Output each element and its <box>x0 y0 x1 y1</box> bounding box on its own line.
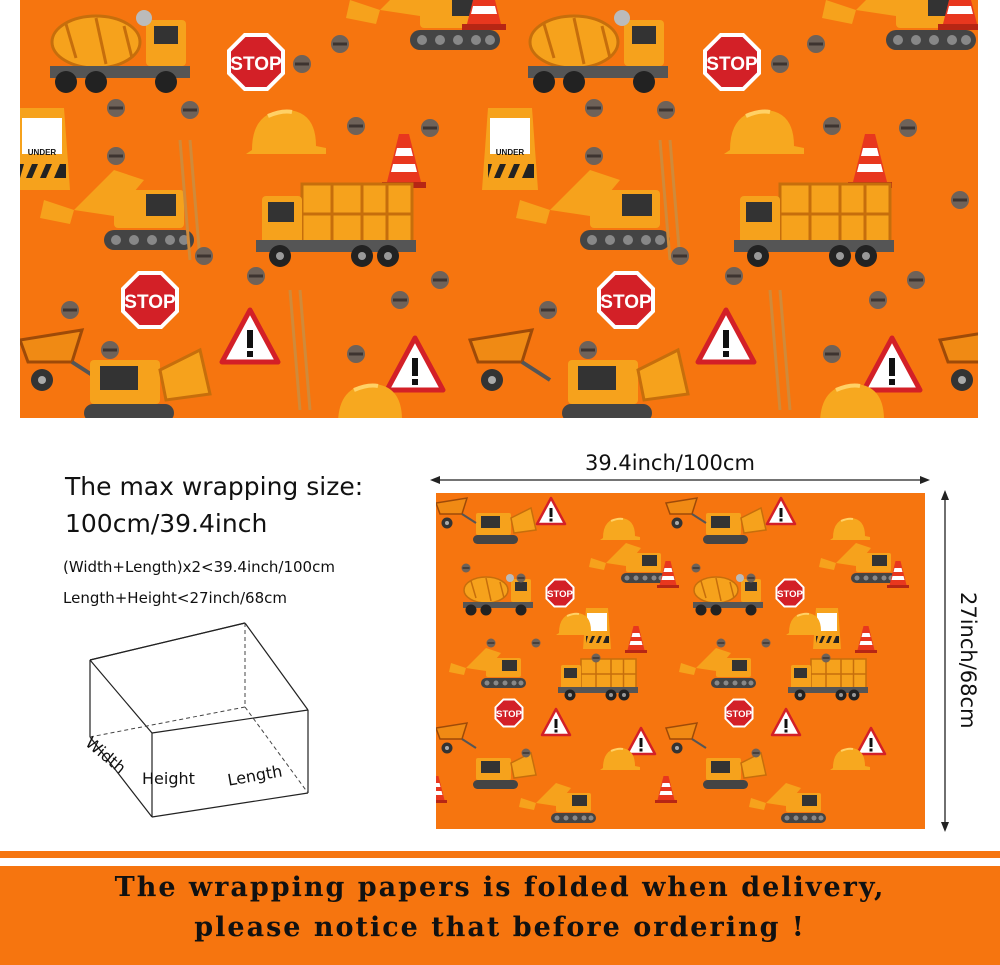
stop-sign-icon: STOP <box>703 33 761 91</box>
pattern-tile-2: STOP UNDER STOP <box>468 0 978 418</box>
svg-text:UNDER: UNDER <box>496 148 525 157</box>
width-arrow-icon <box>430 476 930 484</box>
pattern-tile-1: STOP UNDER STOP <box>20 0 506 418</box>
stop-sign-icon: STOP <box>597 271 655 329</box>
svg-text:STOP: STOP <box>496 709 522 720</box>
svg-text:UNDER: UNDER <box>28 148 57 157</box>
svg-text:STOP: STOP <box>777 589 803 600</box>
pattern-illustration-small: STOP STOP <box>436 496 909 823</box>
svg-text:STOP: STOP <box>706 54 758 75</box>
preview-tile-2: STOP STOP <box>655 496 909 823</box>
svg-text:STOP: STOP <box>600 292 652 313</box>
box-diagram: Width Height Length <box>80 615 320 825</box>
notice-line-2: please notice that before ordering ! <box>194 912 806 943</box>
width-dimension-label: 39.4inch/100cm <box>585 451 755 475</box>
svg-text:STOP: STOP <box>124 292 176 313</box>
stop-sign-icon: STOP <box>121 271 179 329</box>
banner-divider <box>0 851 1000 858</box>
width-length-rule: (Width+Length)x2<39.4inch/100cm <box>63 558 335 576</box>
stop-sign-icon: STOP <box>545 578 575 608</box>
stop-sign-icon: STOP <box>724 698 754 728</box>
wrapping-paper-sheet-preview: STOP STOP <box>436 493 925 829</box>
stop-sign-icon: STOP <box>775 578 805 608</box>
svg-text:STOP: STOP <box>230 54 282 75</box>
length-height-rule: Length+Height<27inch/68cm <box>63 589 287 607</box>
stop-sign-icon: STOP <box>227 33 285 91</box>
max-size-value: 100cm/39.4inch <box>65 509 268 538</box>
stop-sign-icon: STOP <box>494 698 524 728</box>
svg-text:STOP: STOP <box>547 589 573 600</box>
max-size-heading: The max wrapping size: <box>65 472 364 501</box>
svg-text:STOP: STOP <box>726 709 752 720</box>
box-height-label: Height <box>142 769 195 788</box>
height-dimension-label: 27inch/68cm <box>956 592 980 729</box>
wrapping-paper-pattern-large: STOP UNDER STOP <box>20 0 978 418</box>
delivery-notice-banner: The wrapping papers is folded when deliv… <box>0 866 1000 965</box>
preview-tile-1: STOP STOP <box>436 496 679 823</box>
height-arrow-icon <box>941 490 949 832</box>
pattern-illustration: STOP UNDER STOP <box>20 0 978 418</box>
box-outline <box>89 622 309 818</box>
notice-line-1: The wrapping papers is folded when deliv… <box>114 872 886 903</box>
